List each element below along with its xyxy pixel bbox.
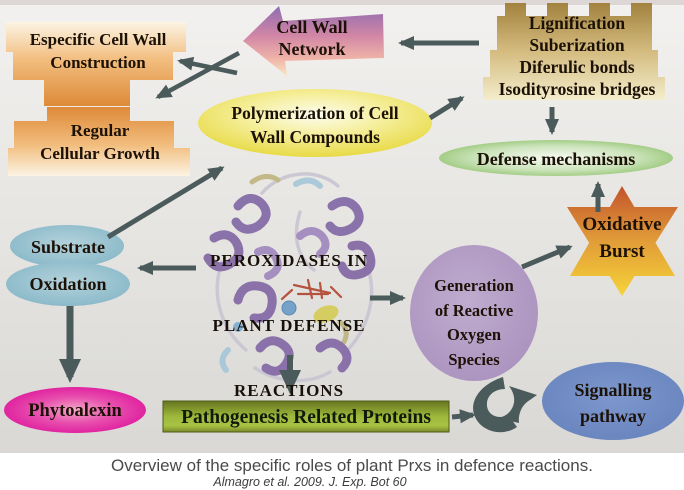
- diagram-title-line2: PLANT DEFENSE: [212, 315, 366, 335]
- arrow-pathogenesis-to-signalling: [451, 409, 476, 424]
- label-regular-growth: Regular Cellular Growth: [40, 121, 160, 163]
- cell-wall-network-arrow-shape: [243, 6, 384, 76]
- generation-ros-circle: [410, 245, 538, 381]
- polymerization-ellipse: [198, 89, 432, 157]
- figure-caption: Overview of the specific roles of plant …: [0, 452, 684, 490]
- label-substrate: Substrate: [30, 237, 105, 257]
- phytoalexin-ellipse: [4, 387, 146, 433]
- arrow-ros-to-oxidative-burst: [521, 244, 573, 270]
- label-defense-mechanisms: Defense mechanisms: [476, 149, 636, 169]
- protein-structure-illustration: [203, 172, 376, 383]
- lignification-castle-shape: [483, 3, 665, 100]
- pathogenesis-rect: [162, 400, 450, 433]
- arrow-cellwall-to-regular: [155, 51, 241, 99]
- arrow-cellwall-to-especific: [177, 56, 238, 76]
- label-oxidation: Oxidation: [29, 274, 107, 294]
- arrow-substrate-to-polymerization: [106, 165, 225, 240]
- diagram-title-line1: PEROXIDASES IN: [209, 250, 369, 270]
- label-especific-construction: Especific Cell Wall Construction: [29, 30, 167, 72]
- label-phytoalexin: Phytoalexin: [28, 401, 122, 421]
- label-signalling-pathway: Signalling pathway: [574, 380, 652, 426]
- caption-citation: Almagro et al. 2009. J. Exp. Bot 60: [213, 475, 407, 489]
- label-cell-wall-network: Cell Wall Network: [276, 17, 348, 59]
- defense-mechanisms-ellipse: [439, 140, 673, 176]
- diagram-title-line3: REACTIONS: [233, 380, 345, 400]
- especific-construction-shape: [6, 22, 186, 106]
- label-polymerization: Polymerization of Cell Wall Compounds: [231, 103, 399, 147]
- signalling-pathway-ellipse: [542, 362, 684, 440]
- label-oxidative-burst: Oxidative Burst: [582, 214, 662, 262]
- regular-growth-shape: [8, 107, 190, 176]
- caption-text: Overview of the specific roles of plant …: [111, 456, 593, 475]
- label-generation-ros: Generation of Reactive Oxygen Species: [434, 276, 514, 369]
- swoosh-arrow: [473, 377, 537, 433]
- substrate-ellipse: [10, 225, 124, 267]
- label-lignification-group: Lignification Suberization Diferulic bon…: [498, 13, 656, 99]
- oxidative-burst-star: [567, 186, 678, 296]
- label-pathogenesis: Pathogenesis Related Proteins: [181, 407, 431, 428]
- diagram-canvas: [0, 0, 684, 452]
- arrow-polymerization-to-lignification: [428, 95, 465, 121]
- oxidation-ellipse: [6, 262, 130, 306]
- diagram-title: PEROXIDASES IN PLANT DEFENSE REACTIONS: [196, 212, 382, 407]
